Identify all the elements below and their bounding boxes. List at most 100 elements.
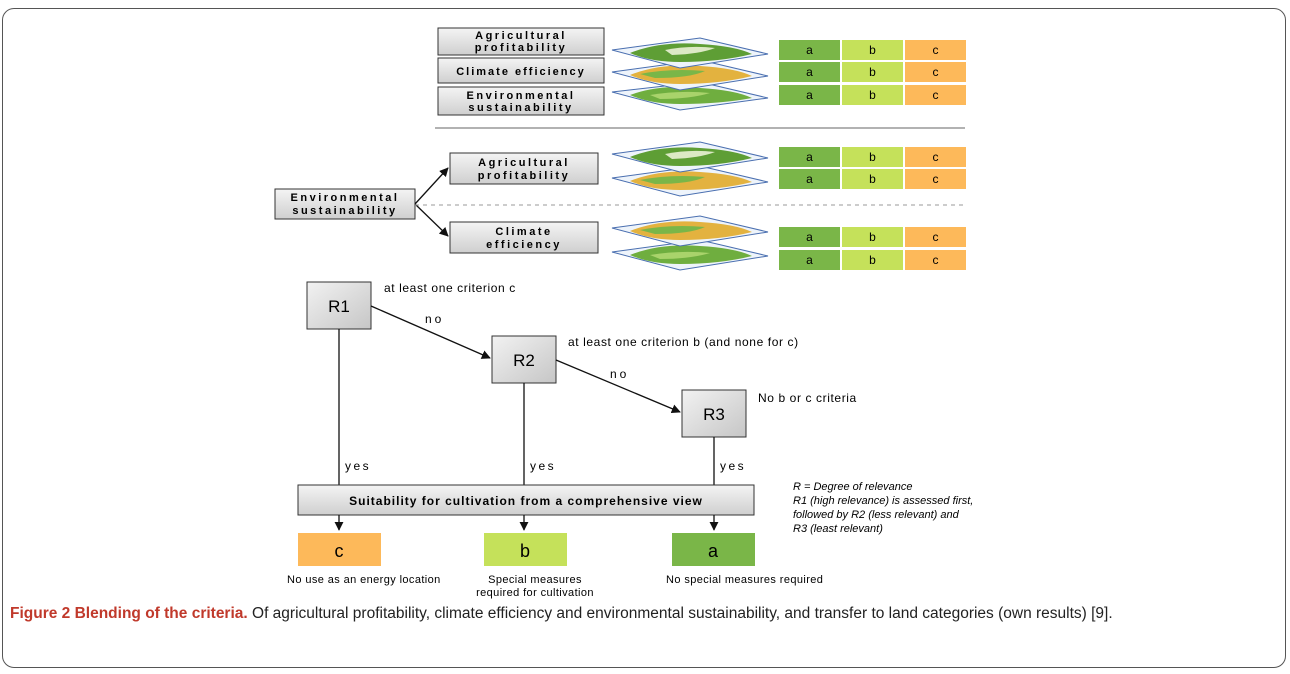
yes-label: yes bbox=[530, 459, 556, 473]
category-label-c: c bbox=[933, 172, 939, 186]
map-layer-icon bbox=[611, 141, 769, 173]
map-layer-icon bbox=[611, 215, 769, 247]
layer-label: profitability bbox=[475, 42, 567, 54]
category-cell-b bbox=[842, 40, 903, 60]
category-label-c: c bbox=[933, 253, 939, 267]
category-label-c: c bbox=[933, 230, 939, 244]
svg-text:Environmental: Environmental bbox=[291, 192, 400, 204]
category-label-a: a bbox=[806, 150, 813, 164]
layer-box-agricultural: Agricultural profitability bbox=[437, 27, 605, 56]
category-label-a: a bbox=[806, 230, 813, 244]
no-label: no bbox=[425, 312, 444, 326]
category-cell-c bbox=[905, 85, 966, 105]
category-row: a b c bbox=[779, 250, 966, 270]
category-label-b: b bbox=[869, 150, 876, 164]
layer-box-climate: Climate efficiency bbox=[437, 57, 605, 84]
outcome-b-desc: Special measures bbox=[488, 574, 582, 586]
category-cell-c bbox=[905, 250, 966, 270]
category-cell-b bbox=[842, 169, 903, 189]
category-cell-a bbox=[779, 250, 840, 270]
outcome-c: c bbox=[298, 533, 381, 566]
layer-label: Environmental bbox=[467, 90, 576, 102]
map-layer-icon bbox=[611, 81, 769, 111]
category-label-c: c bbox=[933, 150, 939, 164]
r2-condition: at least one criterion b (and none for c… bbox=[568, 335, 799, 349]
category-label-a: a bbox=[806, 172, 813, 186]
category-cell-c bbox=[905, 62, 966, 82]
category-cell-a bbox=[779, 147, 840, 167]
svg-text:R3: R3 bbox=[703, 405, 725, 424]
svg-text:followed by R2 (less relevant): followed by R2 (less relevant) and bbox=[793, 509, 960, 521]
outcome-b-desc: required for cultivation bbox=[476, 587, 594, 599]
layer-label: Climate efficiency bbox=[456, 66, 586, 78]
layer-label: sustainability bbox=[468, 102, 573, 114]
branch-arrow-lower bbox=[414, 203, 449, 237]
category-cell-a bbox=[779, 227, 840, 247]
map-layer-icon bbox=[611, 37, 769, 69]
svg-text:Climate: Climate bbox=[495, 226, 552, 238]
outcome-b: b bbox=[484, 533, 567, 566]
category-label-b: b bbox=[869, 88, 876, 102]
r3-condition: No b or c criteria bbox=[758, 391, 857, 405]
caption-text: Of agricultural profitability, climate e… bbox=[247, 605, 1113, 622]
caption-lead: Figure 2 Blending of the criteria. bbox=[10, 605, 248, 622]
svg-text:profitability: profitability bbox=[478, 170, 570, 182]
category-cell-c bbox=[905, 147, 966, 167]
map-stack-lower bbox=[611, 215, 769, 271]
category-label-b: b bbox=[869, 43, 876, 57]
category-label-a: a bbox=[806, 88, 813, 102]
category-label-c: c bbox=[933, 65, 939, 79]
category-label-b: b bbox=[869, 172, 876, 186]
branch-target-agricultural: Agricultural profitability bbox=[449, 152, 599, 185]
relevance-legend: R = Degree of relevance R1 (high relevan… bbox=[793, 481, 973, 535]
no-label: no bbox=[610, 367, 629, 381]
outcome-a-desc: No special measures required bbox=[666, 574, 823, 586]
yes-label: yes bbox=[720, 459, 746, 473]
svg-text:R1 (high relevance) is assesse: R1 (high relevance) is assessed first, bbox=[793, 495, 973, 507]
svg-text:Suitability for cultivation fr: Suitability for cultivation from a compr… bbox=[349, 494, 703, 508]
map-layer-icon bbox=[611, 239, 769, 271]
figure-caption: Figure 2 Blending of the criteria. Of ag… bbox=[10, 603, 1280, 625]
no-arrow-r2-r3 bbox=[555, 359, 681, 414]
category-label-c: c bbox=[933, 88, 939, 102]
map-stack-top bbox=[611, 37, 769, 111]
svg-text:R = Degree of relevance: R = Degree of relevance bbox=[793, 481, 913, 493]
svg-text:c: c bbox=[335, 541, 344, 561]
category-cell-a bbox=[779, 169, 840, 189]
svg-text:R2: R2 bbox=[513, 351, 535, 370]
category-label-a: a bbox=[806, 43, 813, 57]
no-arrow-r1-r2 bbox=[370, 305, 491, 359]
category-cell-b bbox=[842, 227, 903, 247]
branch-target-climate: Climate efficiency bbox=[449, 221, 599, 254]
outcome-c-desc: No use as an energy location bbox=[287, 574, 441, 586]
category-label-b: b bbox=[869, 253, 876, 267]
category-cell-c bbox=[905, 169, 966, 189]
category-cell-c bbox=[905, 40, 966, 60]
category-row: a b c bbox=[779, 85, 966, 105]
figure-frame bbox=[2, 8, 1286, 668]
outcome-a: a bbox=[672, 533, 755, 566]
relevance-box-r3: R3 bbox=[681, 389, 747, 438]
category-cell-b bbox=[842, 147, 903, 167]
relevance-box-r1: R1 bbox=[306, 281, 372, 330]
branch-arrow-upper bbox=[414, 167, 449, 205]
svg-text:R1: R1 bbox=[328, 297, 350, 316]
svg-text:efficiency: efficiency bbox=[486, 239, 562, 251]
criteria-blending-diagram: Agricultural profitability Climate effic… bbox=[274, 27, 973, 599]
branch-source-box: Environmental sustainability bbox=[274, 188, 416, 220]
category-row: a b c bbox=[779, 147, 966, 167]
layer-label: Agricultural bbox=[475, 30, 567, 42]
category-label-a: a bbox=[806, 253, 813, 267]
category-cell-a bbox=[779, 85, 840, 105]
svg-text:Agricultural: Agricultural bbox=[478, 157, 570, 169]
category-cell-a bbox=[779, 40, 840, 60]
svg-text:a: a bbox=[708, 541, 719, 561]
yes-label: yes bbox=[345, 459, 371, 473]
category-cell-b bbox=[842, 62, 903, 82]
map-stack-upper bbox=[611, 141, 769, 197]
category-label-b: b bbox=[869, 65, 876, 79]
category-cell-a bbox=[779, 62, 840, 82]
